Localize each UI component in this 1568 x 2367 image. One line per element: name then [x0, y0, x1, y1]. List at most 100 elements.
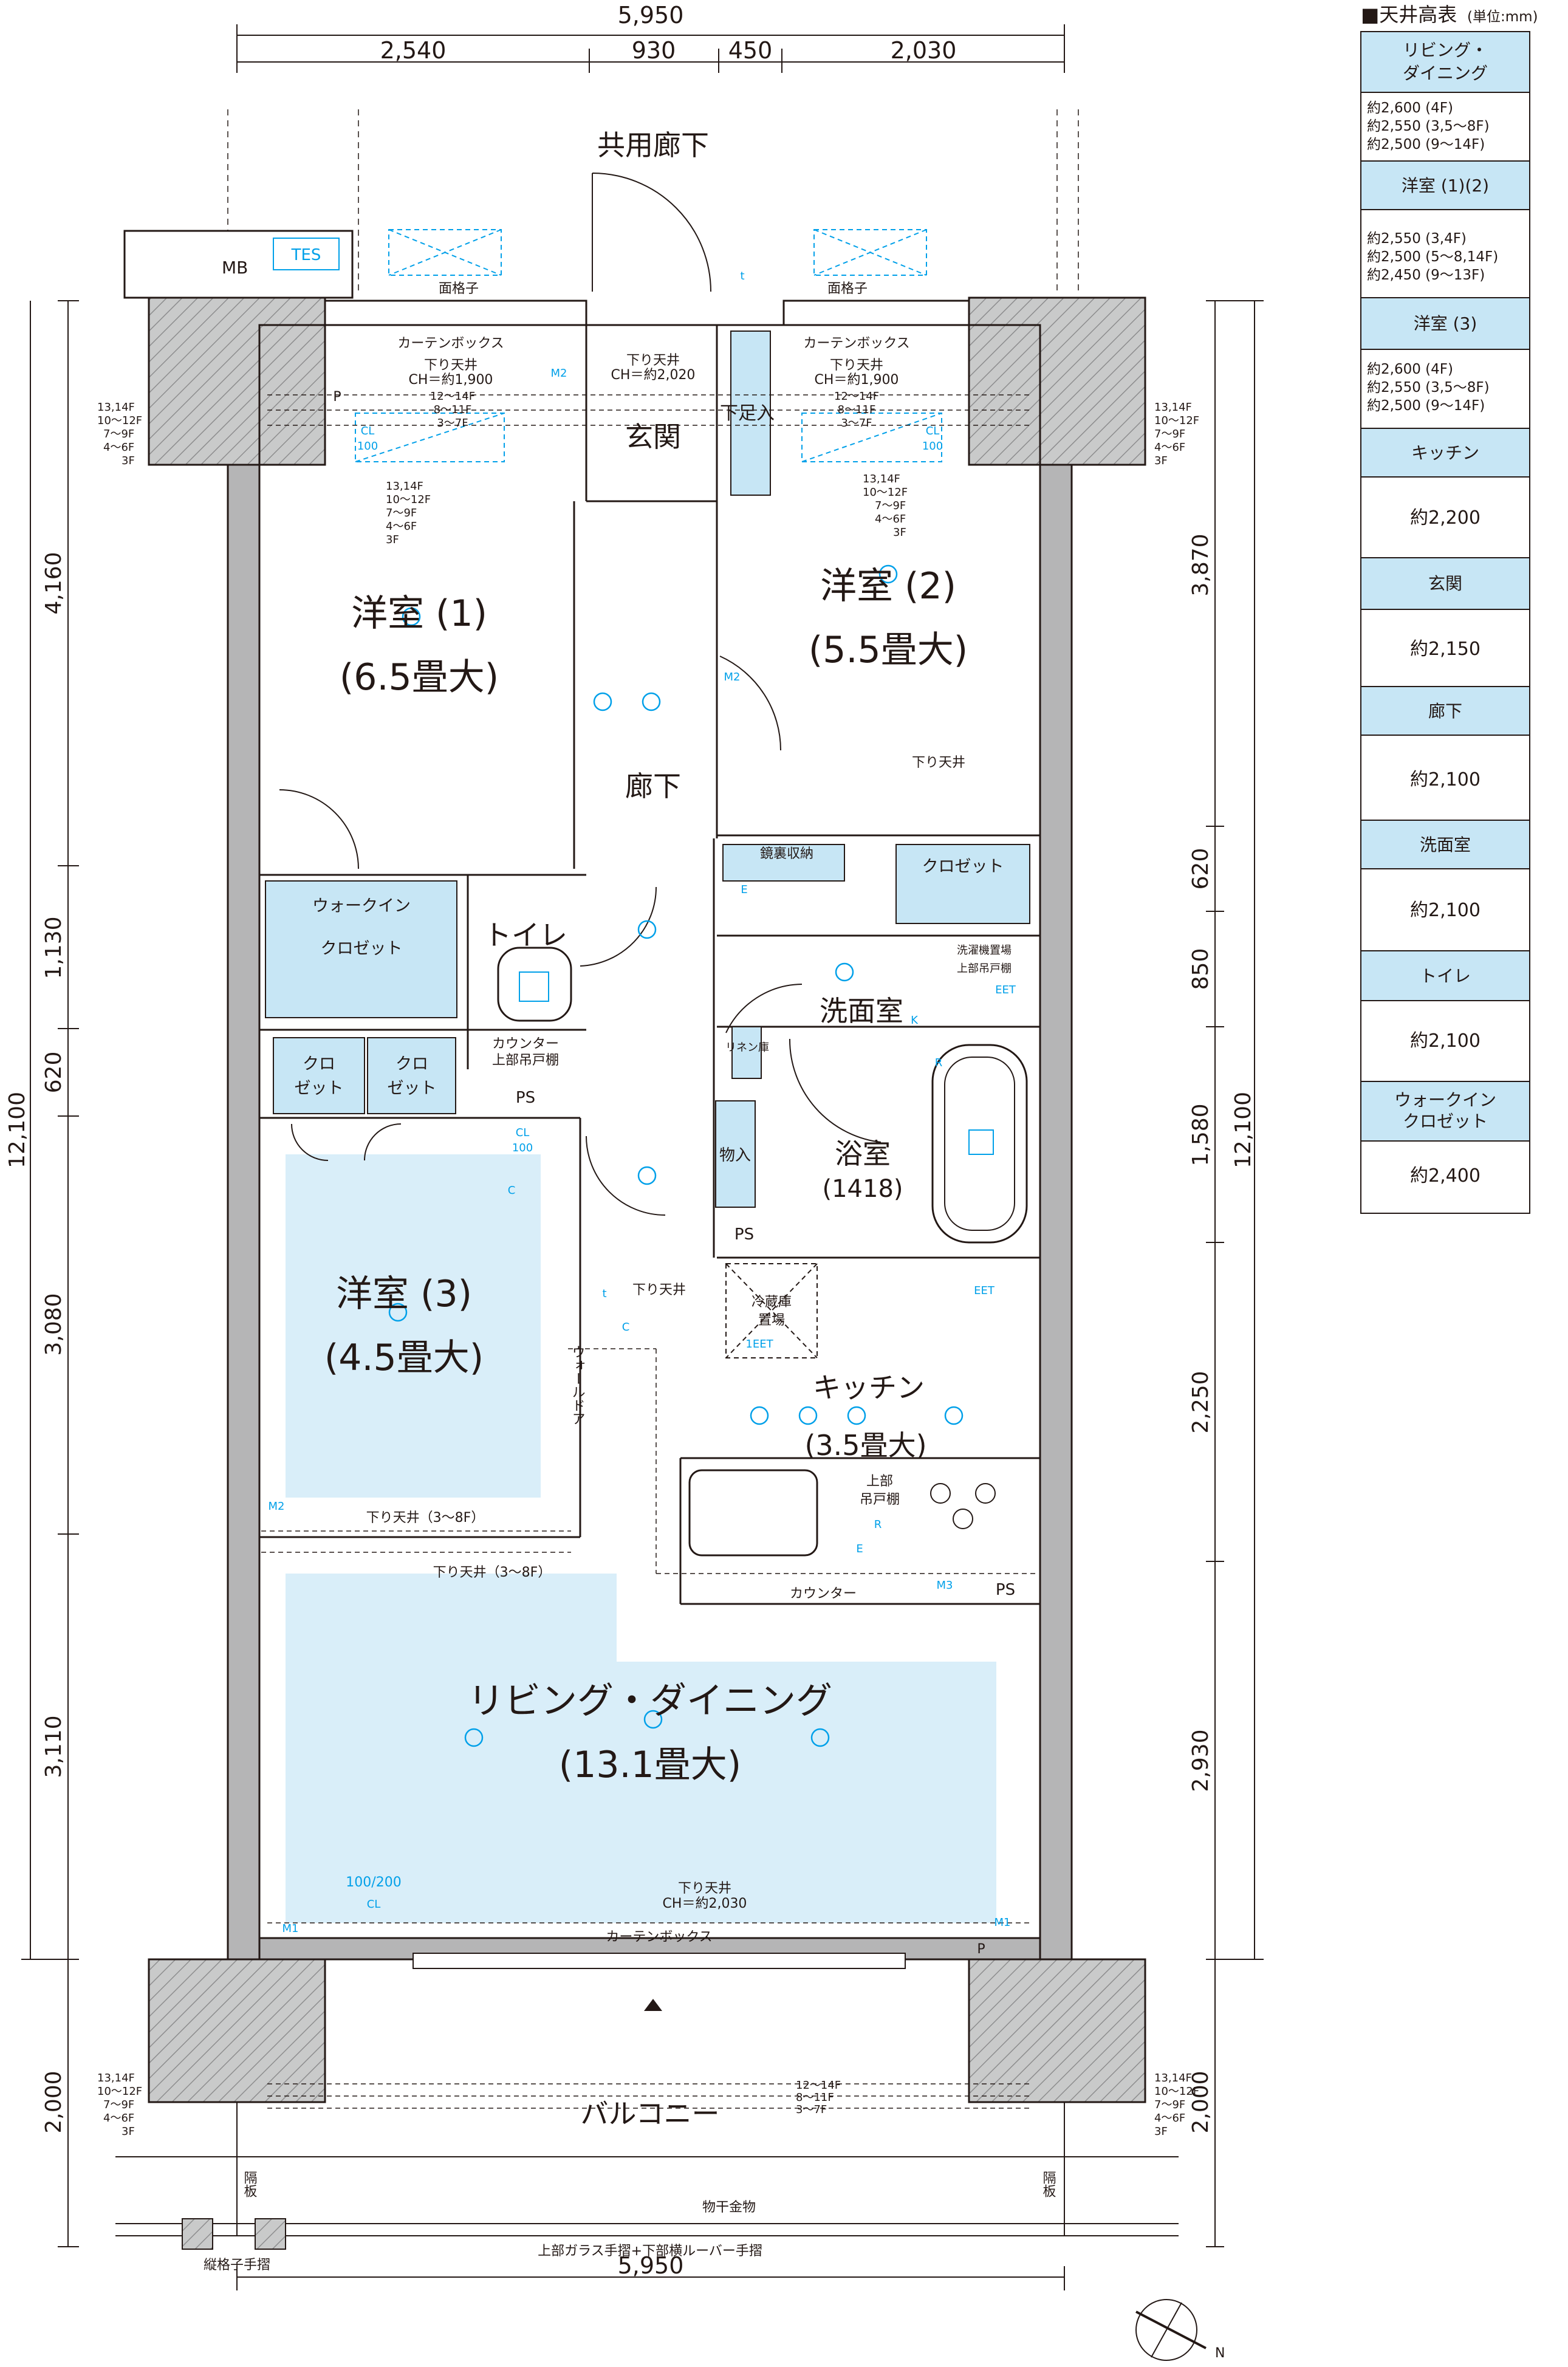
window-top-left [324, 300, 587, 326]
ch-living: CH＝約2,030 [663, 1896, 747, 1911]
drop-ceiling-closet2: 下り天井 [912, 755, 965, 770]
eet1-label: 1EET [745, 1338, 773, 1351]
svg-text:3F: 3F [1154, 454, 1168, 467]
ct-row1-name-a: リビング・ [1403, 40, 1488, 60]
kitchen-size: (3.5畳大) [804, 1429, 926, 1462]
dim-right-7: 2,000 [1188, 2071, 1213, 2133]
drop-ceiling-living: 下り天井 [678, 1881, 731, 1896]
vertical-handrail-label: 縦格子手摺 [204, 2258, 270, 2273]
tes-box [273, 238, 340, 270]
floors-list-top-right-inner: 13,14F 10～12F 7～9F 4～6F 3F [863, 473, 908, 539]
marker-t-2: t [602, 1287, 606, 1300]
floors-c-right: 3～7F [841, 417, 872, 430]
closet-b-line2: ゼット [388, 1079, 437, 1098]
ceiling-table-unit: (単位:mm) [1467, 9, 1538, 25]
dimension-lines [21, 24, 1264, 2290]
svg-text:3F: 3F [1154, 2125, 1168, 2138]
svg-text:3F: 3F [893, 526, 906, 539]
eet-label-1: EET [995, 984, 1016, 996]
fridge-line1: 冷蔵庫 [751, 1295, 792, 1310]
marker-m2-1: M2 [551, 367, 567, 380]
fridge-space [725, 1263, 818, 1358]
floors-list-top-right: 13,14F 10～12F 7～9F 4～6F 3F [1154, 401, 1199, 467]
ct-row5-name: 玄関 [1428, 574, 1462, 594]
dim-right-2: 620 [1188, 848, 1213, 890]
ct-row3-val2: 約2,550 (3,5～8F) [1367, 380, 1490, 396]
partition-left: 隔板 [242, 2171, 258, 2197]
floors-list-top-left-inner: 13,14F 10～12F 7～9F 4～6F 3F [386, 480, 431, 546]
bath-size: (1418) [822, 1175, 903, 1203]
lattice-left-label: 面格子 [439, 281, 479, 296]
ps-3: PS [996, 1581, 1015, 1599]
column-top-left [148, 296, 326, 466]
western1-name: 洋室 (1) [351, 592, 487, 635]
upper-cabinet-line2: 吊戸棚 [860, 1492, 900, 1507]
dim-right-5: 2,250 [1188, 1371, 1213, 1433]
column-bottom-left [148, 1958, 326, 2103]
ct-row3-val3: 約2,500 (9～14F) [1367, 398, 1485, 414]
ct-row3-name: 洋室 (3) [1414, 313, 1477, 334]
linen-label: リネン庫 [725, 1041, 769, 1054]
dim-left-5: 3,110 [41, 1715, 66, 1778]
svg-text:13,14F: 13,14F [97, 2072, 135, 2084]
mirror-storage: 鏡裏収納 [760, 846, 813, 862]
dim-right-1: 3,870 [1188, 533, 1213, 596]
interior-walls [258, 324, 1041, 1939]
entrance-label: 玄関 [625, 420, 681, 453]
svg-text:7～9F: 7～9F [103, 2098, 134, 2111]
corridor-guides [227, 109, 1079, 292]
marker-r-1: R [935, 1057, 943, 1069]
mb-label: MB [222, 258, 248, 278]
drop-ceiling-entrance: 下り天井 [626, 353, 680, 368]
kitchen-name: キッチン [813, 1371, 925, 1404]
ct-row1-val2: 約2,550 (3,5～8F) [1367, 118, 1490, 134]
tes-label: TES [291, 246, 321, 264]
sliding-window [413, 1953, 906, 1969]
ct-row2-val1: 約2,550 (3,4F) [1367, 231, 1467, 247]
marker-c-1: C [508, 1184, 516, 1197]
marker-r-2: R [874, 1518, 882, 1531]
dim-right-4: 1,580 [1188, 1103, 1213, 1166]
svg-text:13,14F: 13,14F [1154, 401, 1192, 414]
svg-text:13,14F: 13,14F [1154, 2072, 1192, 2084]
western3-name: 洋室 (3) [336, 1273, 472, 1315]
svg-text:4～6F: 4～6F [103, 441, 134, 454]
svg-text:4～6F: 4～6F [1154, 2112, 1185, 2125]
ct-row2-val3: 約2,450 (9～13F) [1367, 267, 1485, 283]
balcony-rail [115, 2102, 1179, 2236]
drop-ceiling-floors-1: 下り天井（3～8F） [366, 1510, 485, 1526]
washroom-label: 洗面室 [820, 995, 903, 1027]
closet-a-line1: クロ [303, 1055, 335, 1074]
floors-a-left: 12～14F [430, 390, 475, 403]
ps-1: PS [516, 1089, 535, 1107]
svg-text:10～12F: 10～12F [386, 493, 431, 506]
svg-text:4～6F: 4～6F [875, 513, 906, 526]
svg-text:4～6F: 4～6F [1154, 441, 1185, 454]
north-label: N [1215, 2346, 1225, 2361]
closet2-label: クロゼット [922, 857, 1004, 876]
counter-cabinet-line1: カウンター [492, 1036, 559, 1052]
marker-e-1: E [741, 883, 747, 896]
ct-row4-name: キッチン [1411, 443, 1479, 463]
dim-top-total: 5,950 [618, 2, 684, 29]
svg-text:3F: 3F [122, 2125, 135, 2138]
storage-label: 物入 [719, 1146, 751, 1165]
washer-cabinet-label: 上部吊戸棚 [957, 962, 1012, 975]
ch-right: CH＝約1,900 [815, 372, 899, 388]
svg-text:4～6F: 4～6F [103, 2112, 134, 2125]
western2-size: (5.5畳大) [809, 629, 968, 671]
ct-row7-name: 洗面室 [1420, 835, 1471, 855]
ct-row8-val: 約2,100 [1410, 1030, 1481, 1052]
curtain-box-left: カーテンボックス [397, 336, 504, 351]
western3-size: (4.5畳大) [324, 1337, 484, 1379]
svg-text:13,14F: 13,14F [97, 401, 135, 414]
cl-label-4: CL [367, 1898, 381, 1911]
dim-left-2: 1,130 [41, 916, 66, 979]
marker-p-1: P [333, 389, 341, 405]
wall-right [1039, 464, 1073, 1961]
dim-top-3: 450 [728, 37, 773, 64]
living-name: リビング・ダイニング [468, 1680, 832, 1722]
lattice-right-label: 面格子 [827, 281, 868, 296]
curtain-box-right: カーテンボックス [803, 336, 909, 351]
ct-row4-val: 約2,200 [1410, 507, 1481, 529]
